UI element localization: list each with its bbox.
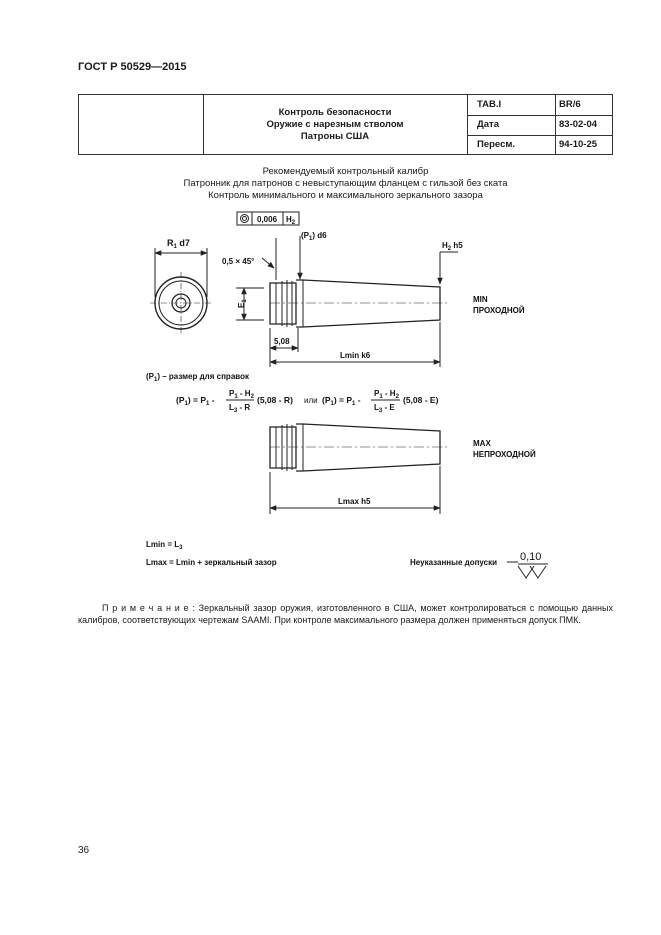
min-description: ПРОХОДНОЙ [473, 306, 525, 315]
caption-line: Контроль минимального и максимального зе… [208, 190, 483, 201]
note-paragraph: П р и м е ч а н и е : Зеркальный зазор о… [78, 602, 613, 626]
p1-label: (P1) d6 [301, 231, 327, 242]
lmax-equation: Lmax = Lmin + зеркальный зазор [146, 558, 277, 567]
formula-2-denominator: L3 - E [374, 403, 395, 414]
reference-note: (P1) – размер для справок [146, 372, 250, 383]
tolerance-value: 0,10 [520, 551, 541, 563]
e1-label: E1 [237, 299, 248, 308]
header-label-date: Дата [477, 119, 499, 130]
document-code: ГОСТ Р 50529—2015 [78, 61, 187, 73]
table-divider [467, 135, 612, 136]
flatness-tolerance-frame [236, 211, 300, 226]
r1-label: R1 d7 [167, 238, 190, 250]
h2-label: H2 h5 [442, 241, 463, 252]
max-label: MAX [473, 439, 491, 448]
formula-2-numerator: P1 - H2 [374, 389, 400, 400]
min-gauge-side-view [236, 236, 458, 367]
max-description: НЕПРОХОДНОЙ [473, 450, 536, 459]
formula-2-tail: (5,08 - E) [403, 395, 439, 405]
header-value-date: 83-02-04 [559, 119, 598, 130]
table-divider [467, 115, 612, 116]
dim-508: 5,08 [274, 337, 290, 346]
lmin-equation: Lmin = L3 [146, 540, 183, 551]
formula-1-tail: (5,08 - R) [257, 395, 293, 405]
formula-or: или [304, 396, 318, 405]
min-label: MIN [473, 295, 488, 304]
table-divider [203, 95, 204, 154]
formula-2-lhs: (P1) = P1 - [322, 395, 361, 407]
page-number: 36 [78, 845, 90, 856]
formula-1-lhs: (P1) = P1 - [176, 395, 215, 407]
max-gauge-side-view [269, 423, 450, 514]
header-title-line: Патроны США [300, 131, 370, 142]
header-value-tab: BR/6 [559, 99, 581, 110]
table-divider [555, 95, 556, 154]
flatness-value: 0,006 [257, 215, 278, 224]
header-label-revision: Пересм. [477, 139, 516, 150]
table-divider [467, 95, 468, 154]
lmax-label: Lmax h5 [338, 497, 371, 506]
gauge-end-view [150, 248, 212, 334]
surface-finish-symbol [507, 561, 548, 579]
flatness-datum: H2 [286, 215, 296, 226]
tolerance-label: Неуказанные допуски [410, 558, 497, 567]
header-title-line: Оружие с нарезным стволом [266, 119, 404, 130]
header-title-line: Контроль безопасности [278, 107, 392, 118]
caption-line: Рекомендуемый контрольный калибр [262, 166, 429, 177]
formula-1-denominator: L3 - R [229, 403, 250, 414]
header-table: Контроль безопасности Оружие с нарезным … [78, 94, 613, 155]
formula-1-numerator: P1 - H2 [229, 389, 255, 400]
note-text: Зеркальный зазор оружия, изготовленного … [78, 603, 613, 625]
lmin-label: Lmin k6 [340, 351, 371, 360]
header-title: Контроль безопасности Оружие с нарезным … [203, 107, 467, 143]
header-label-tab: TAB.I [477, 99, 502, 110]
header-value-revision: 94-10-25 [559, 139, 598, 150]
chamfer-label: 0,5 × 45° [222, 257, 254, 266]
note-prefix: П р и м е ч а н и е : [102, 603, 195, 613]
caption-line: Патронник для патронов с невыступающим ф… [183, 178, 508, 189]
